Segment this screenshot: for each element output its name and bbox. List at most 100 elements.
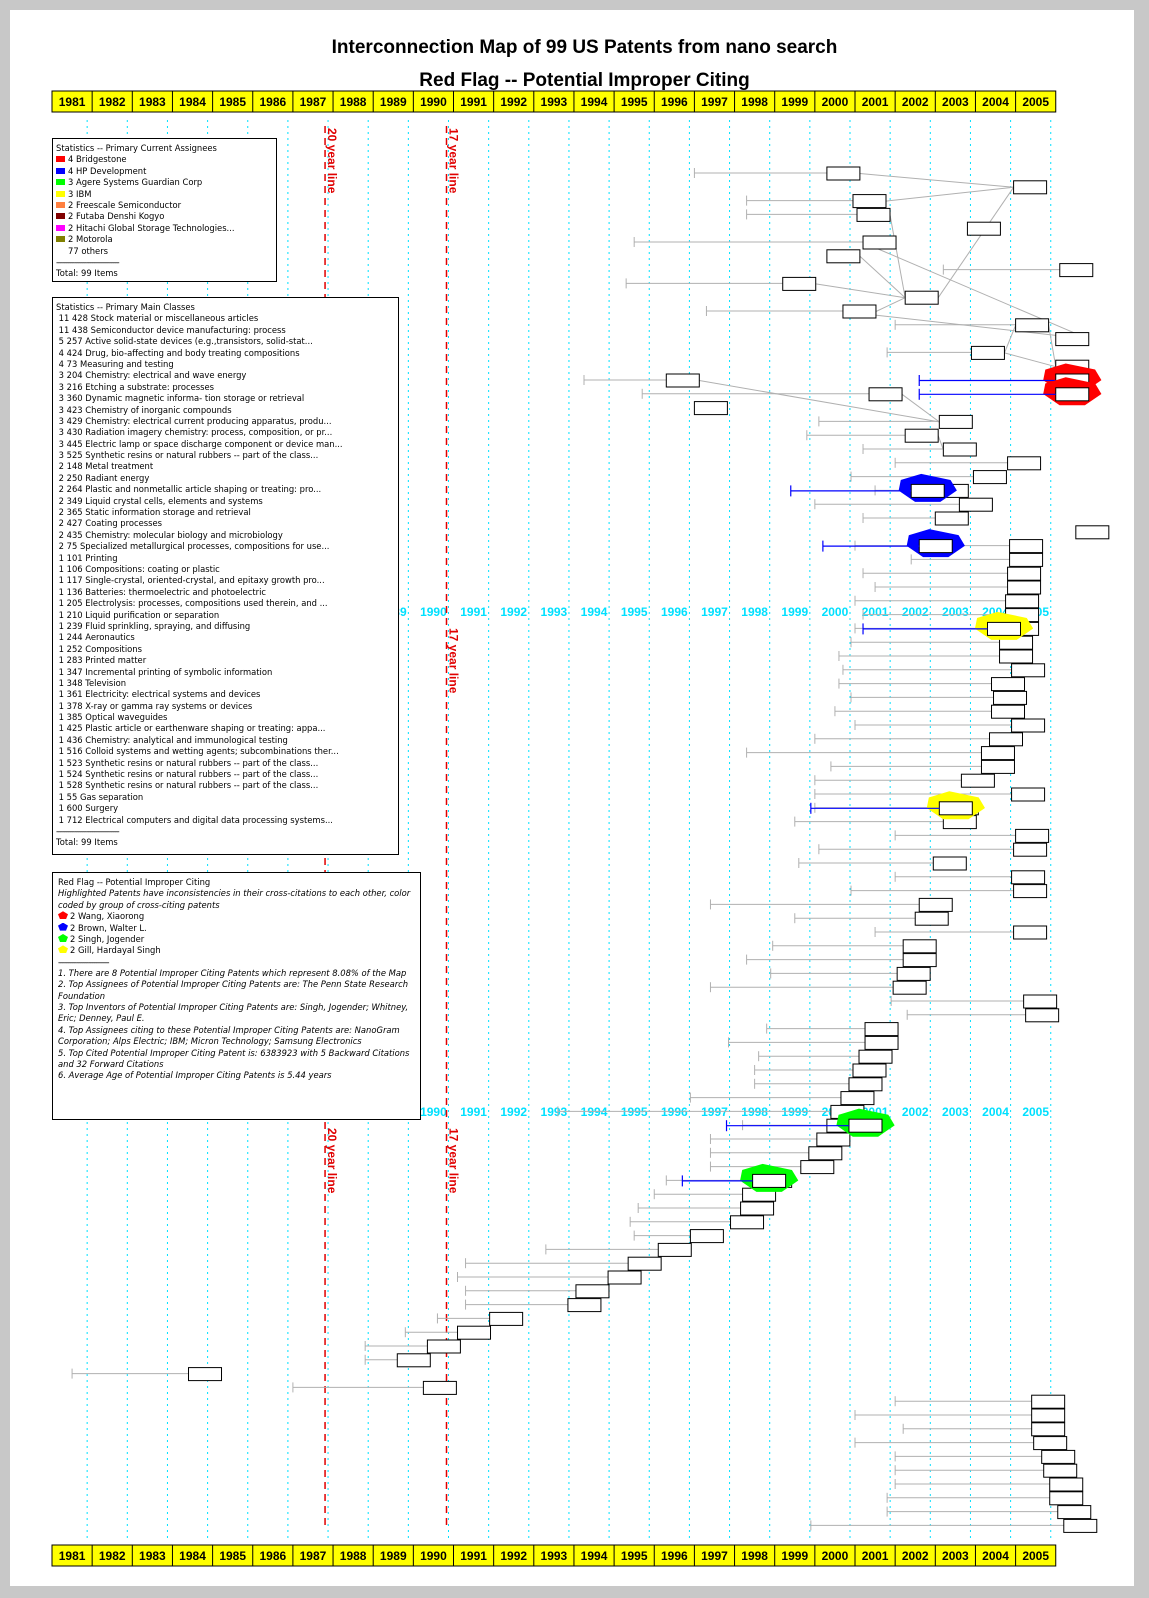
class-item: 1 348 Television (56, 678, 394, 689)
assignee-total: Total: 99 Items (56, 268, 272, 279)
year-label-faint: 2004 (982, 1105, 1009, 1119)
year-label: 1981 (59, 95, 86, 109)
year-label: 1988 (340, 1549, 367, 1563)
class-item: 1 378 X-ray or gamma ray systems or devi… (56, 701, 394, 712)
patent-box (1016, 319, 1049, 332)
year-label-faint: 1992 (500, 1105, 527, 1119)
citation-link (938, 436, 943, 450)
patent-box (628, 1257, 661, 1270)
year-label: 1987 (300, 1549, 327, 1563)
assignee-name: Agere Systems Guardian Corp (73, 177, 202, 187)
class-item: 3 216 Etching a substrate: processes (56, 382, 394, 393)
assignee-name: Hitachi Global Storage Technologies... (73, 223, 234, 233)
red-flag-groups: 2 Wang, Xiaorong2 Brown, Walter L.2 Sing… (58, 911, 415, 957)
patent-box (990, 733, 1023, 746)
year-label-faint: 2003 (942, 1105, 969, 1119)
year-label: 1995 (621, 1549, 648, 1563)
class-item: 1 244 Aeronautics (56, 632, 394, 643)
year-label: 1983 (139, 1549, 166, 1563)
assignee-stats-panel: Statistics -- Primary Current Assignees … (52, 138, 277, 282)
class-item: 2 250 Radiant energy (56, 473, 394, 484)
red-flag-patent-box (939, 802, 972, 815)
assignee-item: 3 Agere Systems Guardian Corp (56, 177, 272, 188)
patent-box (1008, 581, 1041, 594)
patent-box (827, 250, 860, 263)
red-flag-patent-box (753, 1174, 786, 1187)
year-label: 2005 (1022, 1549, 1049, 1563)
patent-box (841, 1092, 874, 1105)
year-label: 1997 (701, 95, 728, 109)
year-label: 2001 (862, 1549, 889, 1563)
class-item: 2 264 Plastic and nonmetallic article sh… (56, 484, 394, 495)
patent-box (1032, 1409, 1065, 1422)
year-label-faint: 2005 (1022, 1105, 1049, 1119)
year-label: 1988 (340, 95, 367, 109)
year-label: 1998 (741, 1549, 768, 1563)
red-flag-patent-box (911, 484, 944, 497)
class-item: 11 438 Semiconductor device manufacturin… (56, 325, 394, 336)
year-label: 2004 (982, 1549, 1009, 1563)
patent-box (189, 1368, 222, 1381)
assignee-list: 4 Bridgestone4 HP Development3 Agere Sys… (56, 154, 272, 257)
class-item: 1 516 Colloid systems and wetting agents… (56, 746, 394, 757)
patent-box (397, 1354, 430, 1367)
year-label: 1989 (380, 1549, 407, 1563)
assignee-stats-header: Statistics -- Primary Current Assignees (56, 143, 272, 154)
patent-box (1014, 885, 1047, 898)
class-list: 11 428 Stock material or miscellaneous a… (56, 313, 394, 826)
seventeen-year-label: 17 year line (447, 1128, 461, 1194)
class-item: 1 239 Fluid sprinkling, spraying, and di… (56, 621, 394, 632)
patent-box (967, 222, 1000, 235)
citation-link (886, 187, 1014, 201)
patent-box (971, 346, 1004, 359)
patent-box (690, 1230, 723, 1243)
class-item: 3 430 Radiation imagery chemistry: proce… (56, 427, 394, 438)
red-flag-patent-box (1056, 388, 1089, 401)
red-flag-separator: ------------------------- (58, 957, 415, 968)
class-item: 11 428 Stock material or miscellaneous a… (56, 313, 394, 324)
patent-box (1012, 871, 1045, 884)
class-item: 2 435 Chemistry: molecular biology and m… (56, 530, 394, 541)
class-stats-header: Statistics -- Primary Main Classes (56, 302, 394, 313)
class-item: 1 523 Synthetic resins or natural rubber… (56, 758, 394, 769)
red-flag-group-name: Brown, Walter L. (75, 923, 146, 933)
patent-box (933, 857, 966, 870)
year-label: 1986 (259, 95, 286, 109)
class-item: 1 361 Electricity: electrical systems an… (56, 689, 394, 700)
year-label-faint: 1994 (581, 1105, 608, 1119)
year-label: 2003 (942, 95, 969, 109)
patent-box (1000, 650, 1033, 663)
pentagon-icon (58, 911, 68, 919)
assignee-name: others (79, 246, 108, 256)
patent-box (427, 1340, 460, 1353)
patent-box (1014, 926, 1047, 939)
patent-box (981, 760, 1014, 773)
year-label-faint: 2000 (822, 605, 849, 619)
patent-box (568, 1299, 601, 1312)
patent-box (1010, 553, 1043, 566)
class-item: 3 360 Dynamic magnetic informa- tion sto… (56, 393, 394, 404)
year-label-faint: 1995 (621, 1105, 648, 1119)
patent-box (658, 1243, 691, 1256)
year-label: 2002 (902, 1549, 929, 1563)
year-label: 1985 (219, 95, 246, 109)
patent-box (1012, 664, 1045, 677)
year-label: 1996 (661, 1549, 688, 1563)
red-flag-note: 6. Average Age of Potential Improper Cit… (58, 1070, 415, 1081)
year-label: 1997 (701, 1549, 728, 1563)
patent-box (994, 691, 1027, 704)
patent-box (1076, 526, 1109, 539)
red-flag-note: 5. Top Cited Potential Improper Citing P… (58, 1048, 415, 1071)
patent-box (905, 291, 938, 304)
assignee-item: 4 HP Development (56, 166, 272, 177)
class-item: 1 136 Batteries: thermoelectric and phot… (56, 587, 394, 598)
red-flag-group-item: 2 Wang, Xiaorong (58, 911, 415, 922)
assignee-count: 77 (68, 246, 79, 256)
patent-box (1006, 595, 1039, 608)
class-item: 2 349 Liquid crystal cells, elements and… (56, 496, 394, 507)
year-label: 1993 (541, 95, 568, 109)
patent-box (961, 774, 994, 787)
patent-box (801, 1161, 834, 1174)
class-item: 1 210 Liquid purification or separation (56, 610, 394, 621)
patent-box (1008, 457, 1041, 470)
